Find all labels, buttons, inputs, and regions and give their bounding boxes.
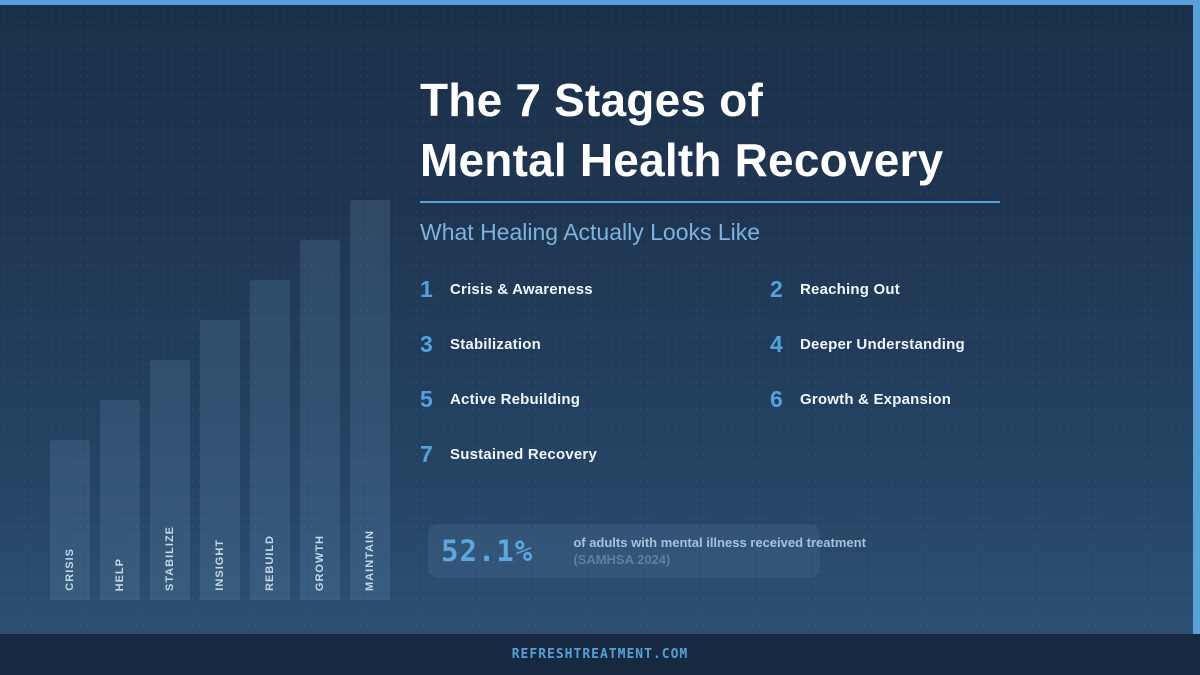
stage-bar-rebuild: REBUILD [250,280,290,600]
statistic-source: (SAMHSA 2024) [573,552,671,567]
stage-label: Reaching Out [800,280,900,298]
stage-label: Growth & Expansion [800,390,952,408]
stage-label: Crisis & Awareness [450,280,593,298]
stage-number: 5 [420,385,433,412]
recovery-stages-bar-chart: CRISIS HELP STABILIZE INSIGHT REBUILD GR… [50,200,390,600]
stage-bar-insight: INSIGHT [200,320,240,600]
stage-label: Deeper Understanding [800,335,965,353]
bar-label: INSIGHT [214,539,226,591]
bar-label: REBUILD [264,535,276,591]
bar-label: GROWTH [314,534,326,591]
stage-number: 6 [770,385,783,412]
title-divider [420,201,1000,203]
list-item-stage-6: 6 Growth & Expansion [770,385,1040,413]
bar-label: HELP [114,557,126,591]
list-item-stage-3: 3 Stabilization [420,330,770,358]
list-item-stage-5: 5 Active Rebuilding [420,385,770,413]
statistic-text: of adults with mental illness received t… [573,534,866,568]
stage-label: Sustained Recovery [450,445,597,463]
bar-label: STABILIZE [164,525,176,591]
title-line-1: The 7 Stages of [420,74,763,126]
subtitle: What Healing Actually Looks Like [420,219,761,245]
statistic-value: 52.1% [441,534,534,568]
bar-label: CRISIS [64,548,76,591]
right-accent-bar [1193,0,1200,634]
stage-bar-crisis: CRISIS [50,440,90,600]
list-item-stage-2: 2 Reaching Out [770,275,1040,303]
stages-list: 1 Crisis & Awareness 2 Reaching Out 3 St… [420,275,1040,468]
stage-number: 3 [420,330,433,357]
list-item-stage-1: 1 Crisis & Awareness [420,275,770,303]
website-url: REFRESHTREATMENT.COM [511,647,689,662]
stage-bar-maintain: MAINTAIN [350,200,390,600]
list-item-stage-7: 7 Sustained Recovery [420,440,770,468]
stage-bar-growth: GROWTH [300,240,340,600]
stage-number: 1 [420,275,433,302]
stage-label: Stabilization [450,335,541,353]
stage-number: 7 [420,440,433,467]
stage-number: 2 [770,275,783,302]
page-title: The 7 Stages of Mental Health Recovery [420,70,1040,190]
stage-bar-help: HELP [100,400,140,600]
stage-bar-stabilize: STABILIZE [150,360,190,600]
stage-label: Active Rebuilding [450,390,581,408]
stage-number: 4 [770,330,783,357]
footer-bar: REFRESHTREATMENT.COM [0,634,1200,675]
main-content: The 7 Stages of Mental Health Recovery Wh… [420,70,1040,468]
title-line-2: Mental Health Recovery [420,134,944,186]
list-item-stage-4: 4 Deeper Understanding [770,330,1040,358]
statistic-panel: 52.1% of adults with mental illness rece… [428,524,866,578]
bar-label: MAINTAIN [364,530,376,591]
top-accent-bar [0,0,1200,5]
statistic-description: of adults with mental illness received t… [573,535,866,550]
